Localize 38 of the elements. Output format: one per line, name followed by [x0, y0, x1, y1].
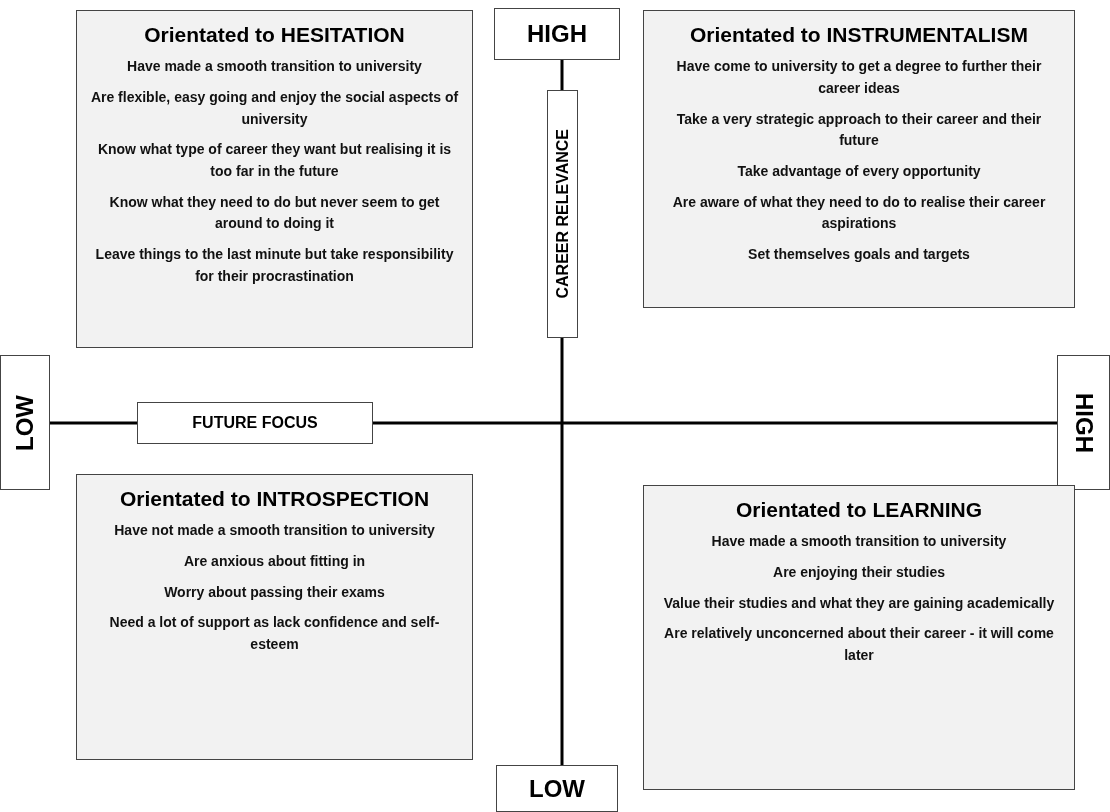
axis-label-box — [494, 8, 620, 60]
description-text: Take a very strategic approach to their career and their future — [675, 109, 1043, 151]
description-text: Value their studies and what they are gaining academically — [663, 593, 1055, 613]
axis-label: LOW — [11, 394, 39, 451]
axis-label-box — [0, 355, 50, 490]
axis-label: HIGH — [1069, 392, 1098, 453]
description-text: Take advantage of every opportunity — [737, 162, 981, 182]
quadrant-heading: Orientated to INSTRUMENTALISM — [690, 22, 1028, 48]
description-text: Need a lot of support as lack confidence and self-esteem — [108, 613, 441, 655]
description-text: Set themselves goals and targets — [748, 245, 970, 265]
description-text: Have come to university to get a degree to further their career ideas — [675, 57, 1043, 98]
axis-label: FUTURE FOCUS — [192, 414, 318, 432]
quadrant-box — [643, 485, 1075, 790]
axis-label-box — [547, 90, 578, 338]
description-text: Are enjoying their studies — [773, 563, 945, 582]
description-text: Leave things to the last minute but take responsibility for their procrastination — [94, 245, 455, 286]
quadrant-heading: Orientated to HESITATION — [144, 22, 405, 48]
axis-label-box — [1057, 355, 1110, 490]
description-text: Have not made a smooth transition to university — [114, 521, 435, 541]
axis-label: HIGH — [527, 20, 587, 48]
axis-label-box — [496, 765, 618, 812]
quadrant-box — [643, 10, 1075, 308]
description-text: Are relatively unconcerned about their career - it will come later — [663, 624, 1055, 666]
description-text: Are aware of what they need to do to realise their career aspirations — [671, 192, 1047, 234]
quadrant-heading: Orientated to INTROSPECTION — [119, 486, 430, 512]
description-text: Know what type of career they want but realising it is too far in the future — [96, 140, 453, 182]
axis-label: CAREER RELEVANCE — [553, 129, 572, 299]
description-text: Have made a smooth transition to university — [711, 532, 1007, 552]
quadrant-heading: Orientated to LEARNING — [735, 497, 983, 523]
quadrant-box — [76, 10, 473, 348]
description-text: Know what they need to do but never seem to get around to doing it — [108, 192, 441, 234]
description-text: Are flexible, easy going and enjoy the social aspects of university — [89, 88, 460, 129]
description-text: Have made a smooth transition to university — [127, 57, 422, 77]
quadrant-box — [76, 474, 473, 760]
axis-label: LOW — [529, 774, 585, 803]
description-text: Are anxious about fitting in — [183, 552, 366, 571]
description-text: Worry about passing their exams — [164, 582, 385, 602]
axis-label-box — [137, 402, 373, 444]
